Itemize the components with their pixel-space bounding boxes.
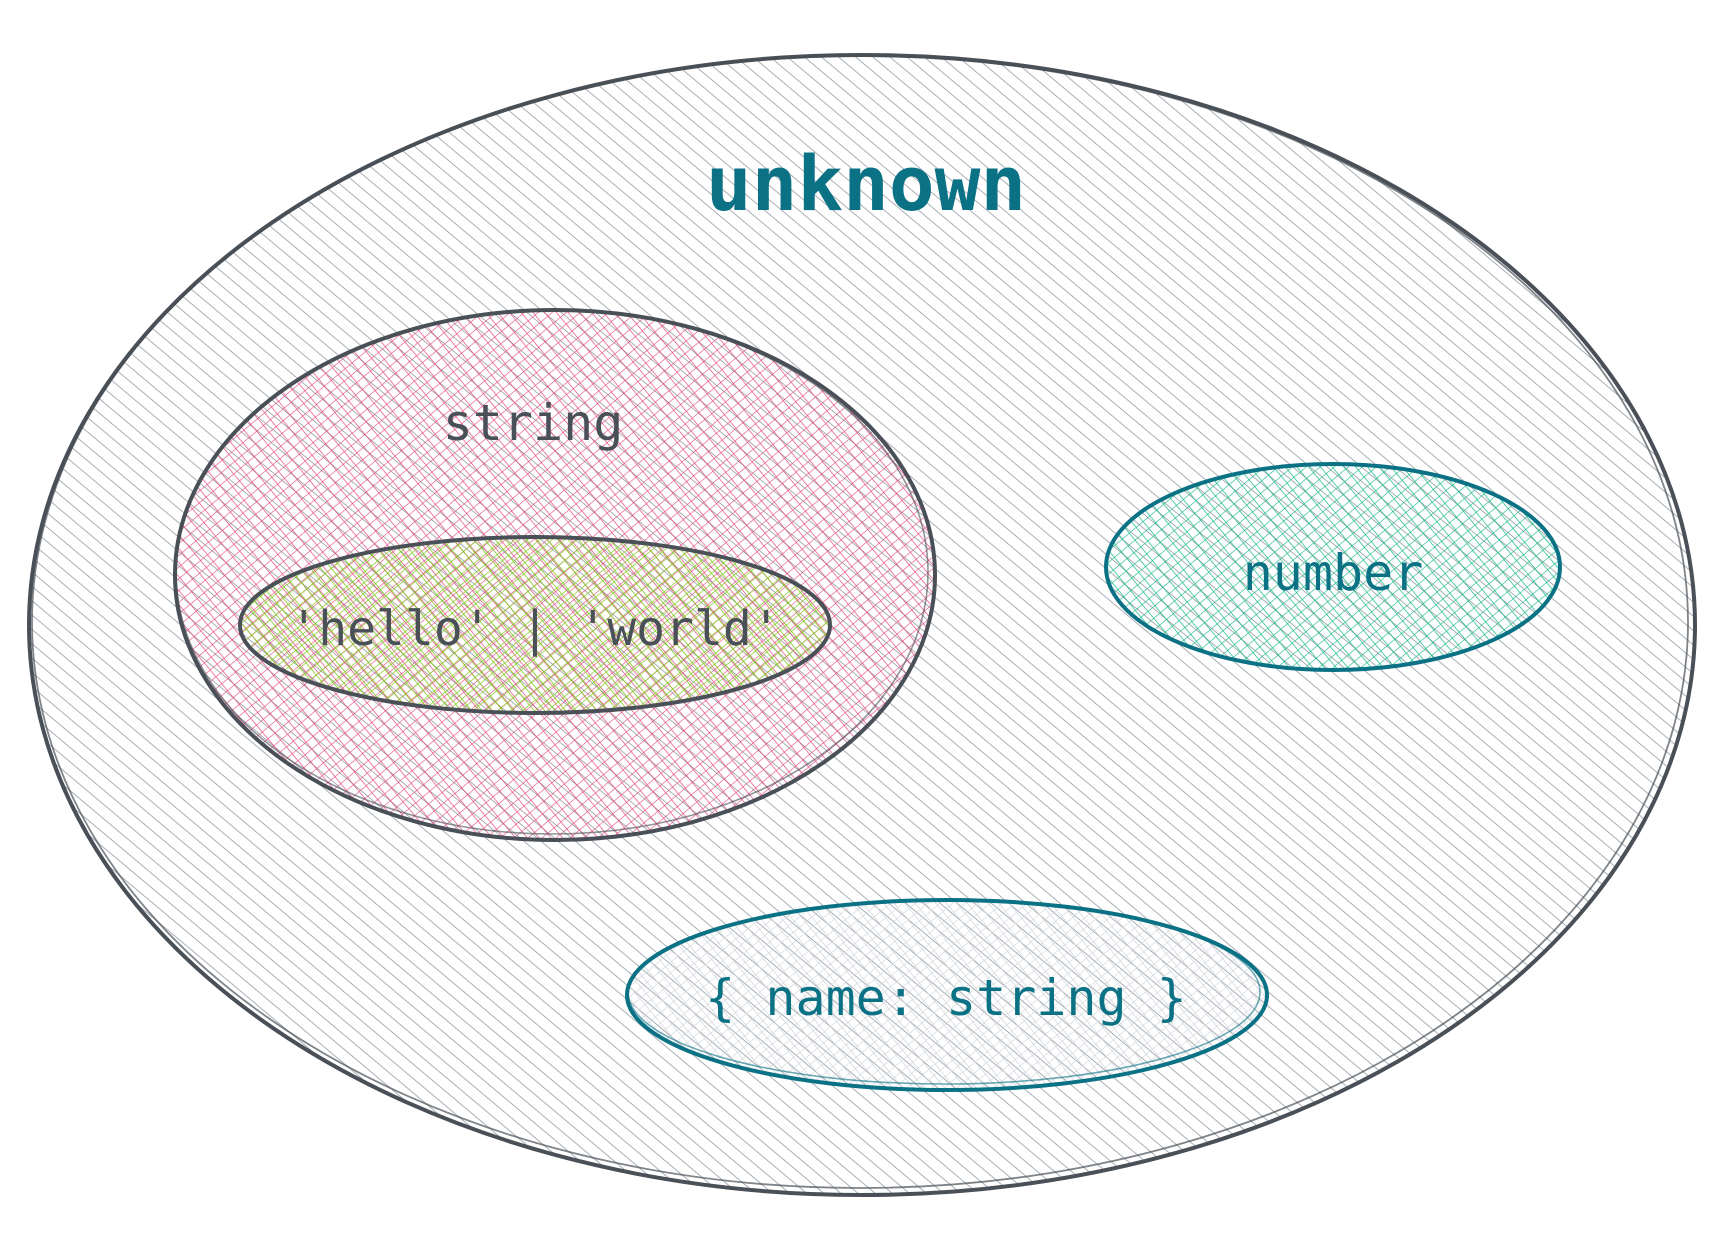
set-object: [625, 898, 1269, 1092]
set-number: [1104, 462, 1562, 672]
set-object-outline-sketch: [627, 899, 1261, 1085]
label-string: string: [443, 394, 624, 452]
set-literal-outline: [238, 535, 832, 715]
set-unknown-outline: [27, 53, 1697, 1197]
set-number-fill: [1106, 464, 1560, 670]
label-number: number: [1243, 544, 1424, 602]
set-literal: [238, 535, 832, 715]
label-object: { name: string }: [705, 969, 1187, 1027]
set-string-outline-sketch: [175, 309, 929, 835]
label-literal: 'hello' | 'world': [289, 601, 780, 657]
set-literal-fill: [240, 537, 830, 713]
set-number-outline: [1104, 462, 1562, 672]
set-unknown-outline-sketch: [31, 55, 1689, 1189]
label-unknown: unknown: [706, 139, 1026, 228]
set-object-fill: [627, 900, 1267, 1090]
